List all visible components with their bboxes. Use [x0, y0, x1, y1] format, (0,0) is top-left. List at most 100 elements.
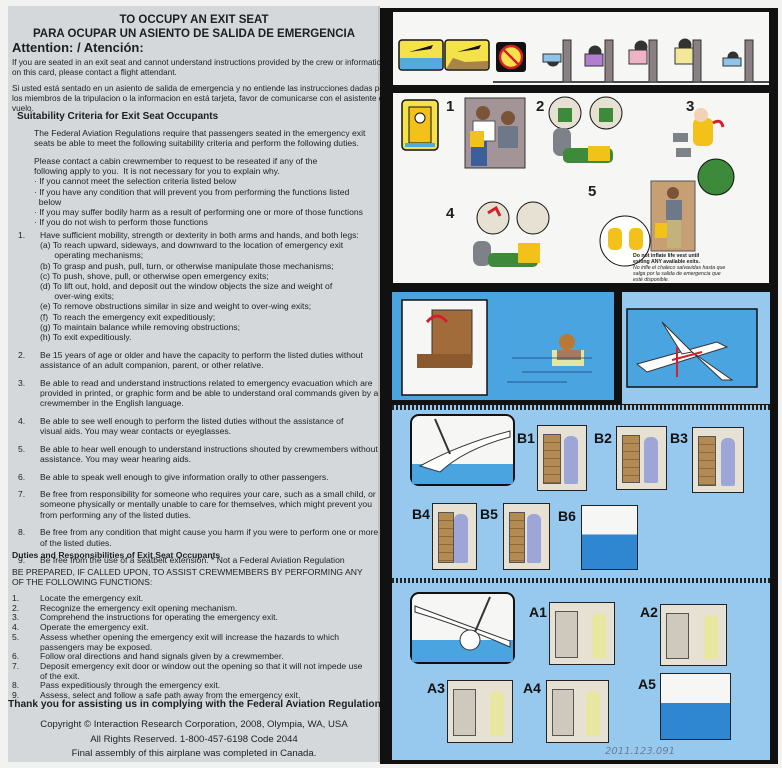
line: exiting ANY available exits.	[633, 259, 700, 265]
line: OF THE FOLLOWING FUNCTIONS:	[12, 577, 153, 588]
line: (g) To maintain balance while removing o…	[40, 321, 240, 332]
step1-art	[464, 97, 526, 169]
attention-en: If you are seated in an exit seat and ca…	[12, 58, 386, 78]
criteria-item: 7.Be free from responsibility for someon…	[18, 489, 378, 520]
exit-door	[622, 435, 640, 483]
line: If you are seated in an exit seat and ca…	[12, 58, 386, 67]
item-text: Follow oral directions and hand signals …	[40, 652, 284, 662]
item-text: Deposit emergency exit door or window ou…	[40, 661, 362, 681]
land-landing-icon	[444, 39, 490, 71]
thank-you: Thank you for assisting us in complying …	[8, 699, 387, 710]
ditched-plane-door-icon	[410, 414, 515, 486]
exit-step-picture	[447, 680, 513, 743]
person-figure	[586, 691, 600, 736]
brace-position-panel	[393, 12, 769, 85]
function-item: 1.Locate the emergency exit.	[12, 593, 362, 604]
window-exit	[666, 613, 690, 659]
line: from performing any of the listed duties…	[40, 509, 191, 520]
line: (e) To remove obstructions similar in si…	[40, 301, 312, 312]
exit-door	[543, 434, 561, 484]
step-number: 4	[446, 205, 455, 222]
item-text: Be able to speak well enough to give inf…	[40, 472, 329, 482]
line: crewmember in the English language.	[40, 398, 184, 409]
divider	[392, 405, 770, 410]
function-item: 8.Pass expeditiously through the emergen…	[12, 681, 362, 691]
line: los miembros de la tripulacion o la info…	[12, 94, 388, 104]
function-item: 2.Recognize the emergency exit opening m…	[12, 603, 362, 614]
item-number: 5.	[18, 443, 26, 454]
line: Please contact a cabin crewmember to req…	[34, 156, 318, 166]
exit-step-label: B2	[594, 430, 612, 446]
step4-art	[473, 201, 550, 267]
no-smoking-icon	[496, 42, 526, 72]
line: Be 15 years of age or older and have the…	[40, 349, 363, 360]
line: Assess, select and follow a safe path aw…	[40, 690, 301, 701]
line: salga por la salida de emergencia que	[633, 271, 721, 277]
brace-illustration	[398, 38, 769, 83]
exit-step-label: B3	[670, 430, 688, 446]
person-figure	[592, 613, 606, 658]
item-text: Recognize the emergency exit opening mec…	[40, 603, 237, 614]
exit-step-picture	[546, 680, 609, 743]
exit-step-picture	[660, 604, 727, 666]
person-figure	[564, 436, 578, 484]
line: · If you may suffer bodily harm as a res…	[34, 207, 363, 218]
function-item: 9.Assess, select and follow a safe path …	[12, 690, 362, 701]
item-number: 3.	[12, 612, 20, 623]
line: Do not inflate life vest until	[633, 253, 700, 259]
line: passengers may be exposed.	[40, 641, 153, 652]
safety-illustrations-page: 1 2 3 4 5 Do not inflate life vest until…	[380, 8, 778, 764]
line: Be free from responsibility for someone …	[40, 489, 376, 500]
item-number: 9.	[18, 555, 26, 566]
exit-step-label: B5	[480, 506, 498, 522]
person-figure	[490, 691, 504, 736]
function-item: 6.Follow oral directions and hand signal…	[12, 652, 362, 662]
line: Operate the emergency exit.	[40, 622, 149, 633]
item-number: 6.	[18, 471, 26, 482]
line: All Rights Reserved. 1-800-457-6198 Code…	[90, 733, 298, 745]
step-number: 1	[446, 98, 455, 115]
line: Be able to speak well enough to give inf…	[40, 471, 329, 482]
exit-step-picture	[549, 602, 615, 665]
duties-intro: BE PREPARED, IF CALLED UPON, TO ASSIST C…	[12, 567, 363, 587]
exit-step-picture	[432, 503, 477, 570]
line: (h) To exit expeditiously.	[40, 332, 132, 343]
line: Be free from the use of a seatbelt exten…	[40, 555, 345, 566]
attention-es: Si usted está sentado en un asiento de s…	[12, 84, 388, 115]
person-figure	[704, 615, 718, 659]
exit-step-label: A1	[529, 604, 547, 620]
function-item: 7.Deposit emergency exit door or window …	[12, 661, 362, 681]
criteria-item: 4.Be able to see well enough to perform …	[18, 416, 378, 436]
life-vest-icon	[401, 99, 439, 151]
line: seats be able to meet the following suit…	[34, 138, 359, 149]
attention-heading: Attention: / Atención:	[12, 40, 144, 55]
line: someone physically or mentally unable to…	[40, 499, 372, 510]
overwing-plane-illustration	[626, 308, 758, 388]
exit-step-picture	[660, 673, 731, 740]
step3-art	[673, 108, 735, 196]
exit-step-label: B6	[558, 508, 576, 524]
item-number: 1.	[12, 593, 20, 603]
item-text: Assess whether opening the emergency exi…	[40, 632, 339, 652]
divider	[392, 578, 770, 583]
seat-cushion-panel	[392, 292, 614, 400]
line: below	[34, 196, 62, 207]
person-figure	[454, 514, 468, 563]
line: Pass expeditiously through the emergency…	[40, 680, 221, 691]
step5-art	[599, 180, 696, 267]
line: Be able to read and understand instructi…	[40, 377, 373, 388]
line: on this card, please contact a flight at…	[12, 68, 177, 78]
line: (d) To lift out, hold, and deposit out t…	[40, 281, 333, 292]
line: of the exit.	[40, 670, 80, 681]
item-text: Be able to hear well enough to understan…	[40, 444, 378, 464]
suitability-heading: Suitability Criteria for Exit Seat Occup…	[17, 111, 219, 122]
item-number: 3.	[18, 377, 26, 388]
item-number: 4.	[12, 622, 20, 633]
exit-step-label: B1	[517, 430, 535, 446]
exit-door	[438, 512, 454, 563]
item-text: Be able to read and understand instructi…	[40, 378, 378, 409]
item-text: Assess, select and follow a safe path aw…	[40, 690, 301, 701]
criteria-item: 6. Be able to speak well enough to give i…	[18, 472, 378, 482]
